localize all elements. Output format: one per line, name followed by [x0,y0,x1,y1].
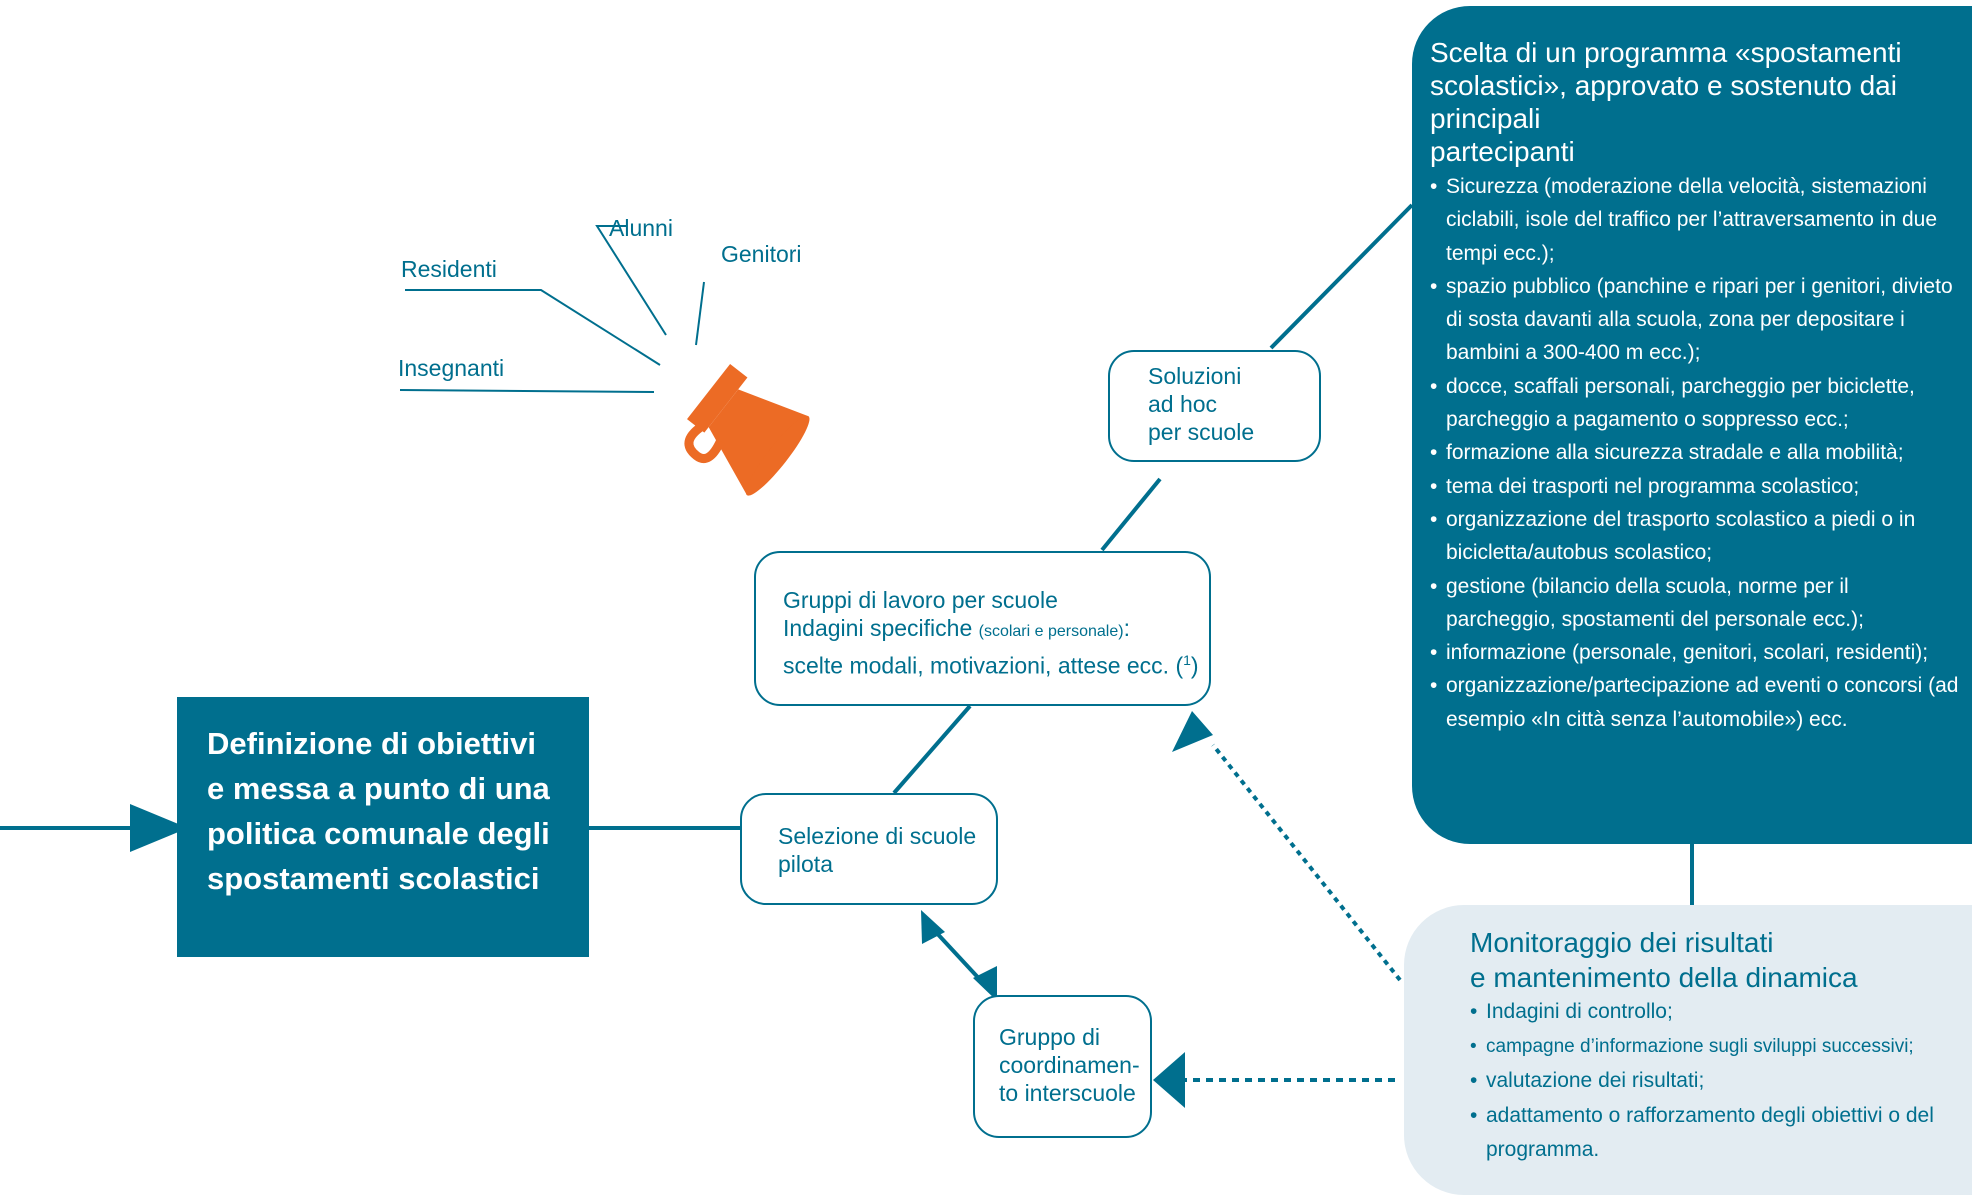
definizione-line: Definizione di obiettivi [207,726,536,761]
programma-item: gestione (bilancio della scuola, norme p… [1430,570,1960,637]
gruppi-colon: : [1123,615,1130,641]
coordinamento-line: Gruppo di [999,1024,1101,1050]
programma-title-line: Scelta di un programma «spostamenti [1430,37,1902,68]
programma-item: formazione alla sicurezza stradale e all… [1430,436,1960,469]
gruppi-line: scelte modali, motivazioni, attese ecc. … [783,646,1209,680]
gruppi-line: Gruppi di lavoro per scuole [783,587,1058,613]
monitoraggio-item: valutazione dei risultati; [1470,1064,1962,1099]
megaphone-icon [684,363,810,496]
coordinamento-box: Gruppo di coordinamen- to interscuole [973,995,1152,1138]
selezione-coordinamento-connector [931,927,987,987]
programma-title-line: scolastici», approvato e sostenuto dai p… [1430,70,1897,134]
definizione-line: spostamenti scolastici [207,861,540,896]
selezione-line: Selezione di scuole [778,823,977,849]
selezione-line: pilota [778,851,833,877]
programma-item: tema dei trasporti nel programma scolast… [1430,470,1960,503]
monitoraggio-item: campagne d’informazione sugli sviluppi s… [1470,1030,1962,1065]
coordinamento-line: coordinamen- [999,1052,1140,1078]
arrow-to-selezione [921,910,945,944]
programma-panel: Scelta di un programma «spostamenti scol… [1412,6,1972,844]
gruppi-line: Indagini specifiche (scolari e personale… [783,614,1209,646]
programma-item: Sicurezza (moderazione della velocità, s… [1430,170,1960,270]
soluzioni-to-programma-connector [1269,203,1414,350]
programma-item: spazio pubblico (panchine e ripari per i… [1430,270,1960,370]
gruppi-scelte: scelte modali, motivazioni, attese ecc. … [783,652,1184,679]
monitoraggio-panel: Monitoraggio dei risultati e manteniment… [1404,905,1972,1195]
arrow-into-main [130,804,188,852]
monitoraggio-title-line: Monitoraggio dei risultati [1470,927,1774,958]
programma-title: Scelta di un programma «spostamenti scol… [1430,36,1960,168]
label-alunni: Alunni [609,215,673,241]
arrow-dashed-to-coordinamento [1153,1052,1185,1108]
label-residenti: Residenti [401,256,497,282]
soluzioni-line: ad hoc [1148,391,1218,417]
programma-item: organizzazione del trasporto scolastico … [1430,503,1960,570]
megaphone-callout-lines [399,225,705,393]
gruppi-to-soluzioni-connector [1100,477,1162,552]
programma-title-line: partecipanti [1430,136,1575,167]
definizione-box: Definizione di obiettivi e messa a punto… [177,697,589,957]
label-insegnanti: Insegnanti [398,355,505,381]
definizione-line: e messa a punto di una [207,771,550,806]
gruppi-small-note: (scolari e personale) [978,623,1124,640]
programma-item: informazione (personale, genitori, scola… [1430,636,1960,669]
monitoraggio-item: Indagini di controllo; [1470,995,1962,1030]
soluzioni-box: Soluzioni ad hoc per scuole [1108,350,1321,462]
soluzioni-line: per scuole [1148,419,1255,445]
soluzioni-line: Soluzioni [1148,363,1242,389]
selezione-box: Selezione di scuole pilota [740,793,998,905]
coordinamento-line: to interscuole [999,1080,1136,1106]
footnote-ref: 1 [1183,652,1191,668]
selezione-to-gruppi-connector [892,704,972,795]
programma-item: docce, scaffali personali, parcheggio pe… [1430,370,1960,437]
monitoraggio-list: Indagini di controllo; campagne d’inform… [1470,995,1962,1168]
monitoraggio-title-line: e mantenimento della dinamica [1470,962,1858,993]
label-genitori: Genitori [721,241,802,267]
programma-list: Sicurezza (moderazione della velocità, s… [1430,170,1960,736]
gruppi-paren: ) [1190,652,1199,679]
programma-item: organizzazione/partecipazione ad eventi … [1430,669,1960,736]
arrow-dashed-to-gruppi [1172,711,1213,752]
monitoraggio-title: Monitoraggio dei risultati e manteniment… [1470,925,1962,995]
gruppi-box: Gruppi di lavoro per scuole Indagini spe… [754,551,1211,706]
monitoraggio-item: adattamento o rafforzamento degli obiett… [1470,1099,1962,1168]
gruppi-indagini: Indagini specifiche [783,615,973,641]
definizione-line: politica comunale degli [207,816,550,851]
arrow-to-coordinamento [973,966,997,1001]
dashed-feedback-to-gruppi [1211,743,1402,982]
